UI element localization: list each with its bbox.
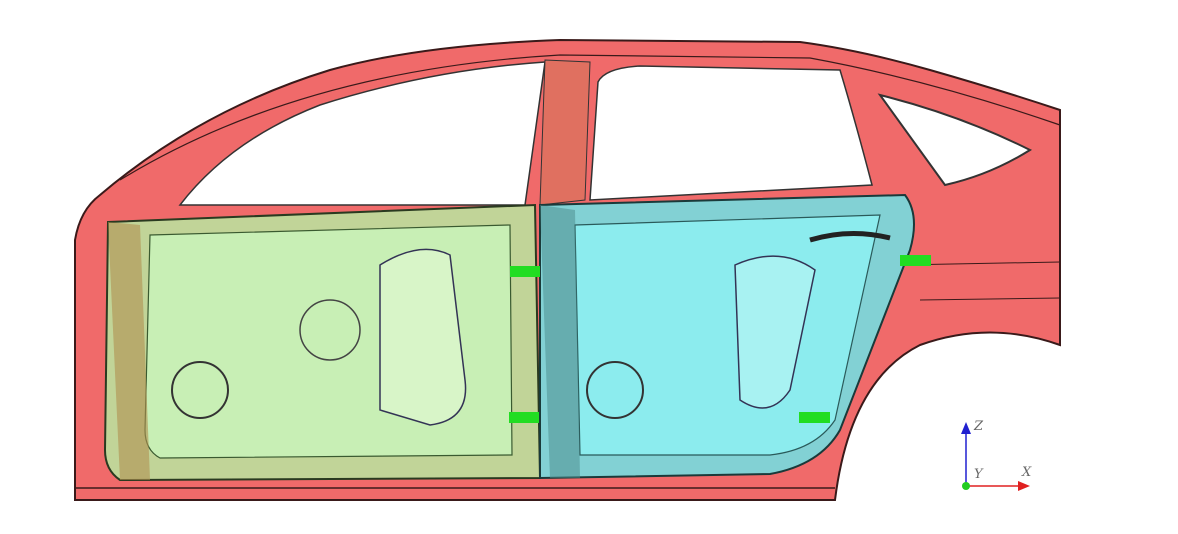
x-axis-label: X (1021, 465, 1032, 480)
rear-window (589, 65, 873, 201)
axis-triad: Z Y X (961, 419, 1032, 491)
x-arrow-icon (1018, 481, 1030, 491)
quarter-window (877, 93, 1033, 187)
front-window (178, 61, 546, 206)
marker-front-upper (510, 266, 540, 277)
marker-front-lower (509, 412, 539, 423)
marker-rear-upper (900, 255, 931, 266)
z-arrow-icon (961, 422, 971, 434)
origin-dot (962, 482, 970, 490)
marker-rear-lower (799, 412, 830, 423)
y-axis-label: Y (974, 467, 984, 482)
z-axis-label: Z (973, 419, 984, 434)
b-pillar (539, 59, 591, 206)
